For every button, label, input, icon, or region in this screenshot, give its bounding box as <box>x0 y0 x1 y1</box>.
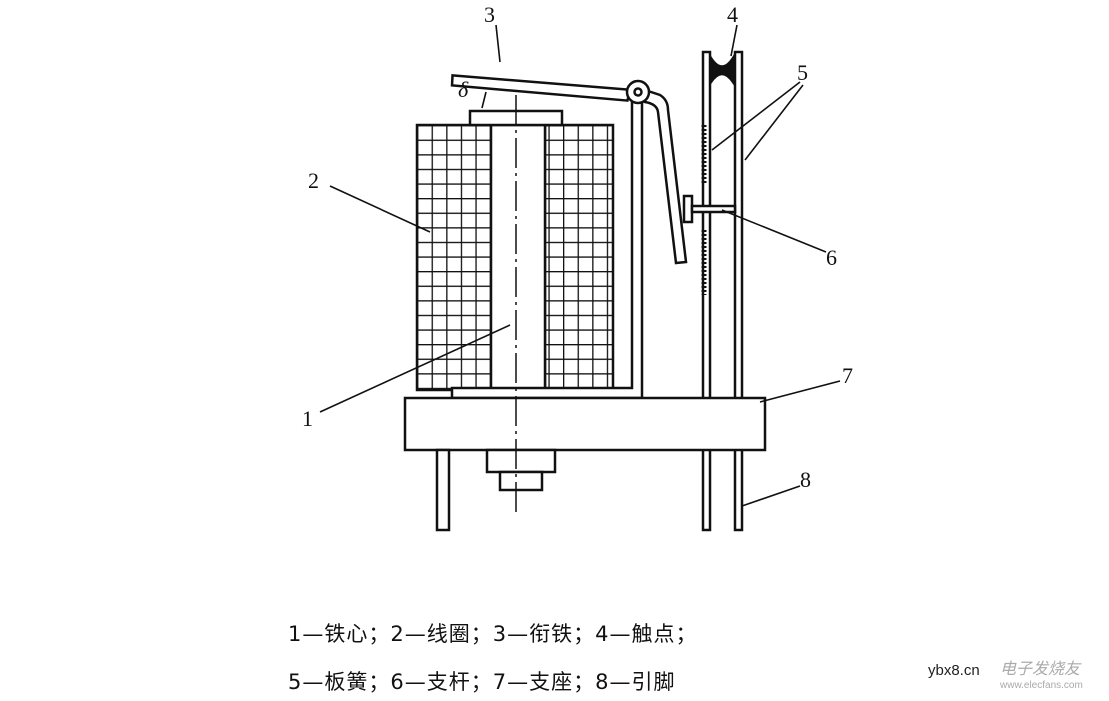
leaf-spring-right <box>733 50 744 532</box>
nut <box>485 448 557 474</box>
caption-line-1: 1—铁心；2—线圈；3—衔铁；4—触点； <box>288 622 698 646</box>
armature-arm <box>643 88 688 265</box>
coil-left <box>415 123 493 392</box>
iron-core <box>489 123 547 392</box>
support-rod <box>690 204 737 214</box>
armature-lever <box>450 74 632 102</box>
label-2: 2 <box>308 168 319 193</box>
watermark-brand: 电子发烧友 <box>1000 659 1081 678</box>
label-4: 4 <box>727 2 738 27</box>
watermark-site: ybx8.cn <box>928 662 980 679</box>
label-gap: δ <box>458 77 469 102</box>
label-5: 5 <box>797 60 808 85</box>
label-3: 3 <box>484 2 495 27</box>
label-8: 8 <box>800 467 811 492</box>
watermark-url: www.elecfans.com <box>1000 680 1083 691</box>
caption-line-2: 5—板簧；6—支杆；7—支座；8—引脚 <box>288 670 676 694</box>
label-1: 1 <box>302 406 313 431</box>
label-7: 7 <box>842 363 853 388</box>
coil-right <box>543 123 615 392</box>
label-6: 6 <box>826 245 837 270</box>
base <box>403 396 767 452</box>
contact <box>709 53 735 87</box>
pin-left <box>435 448 451 532</box>
